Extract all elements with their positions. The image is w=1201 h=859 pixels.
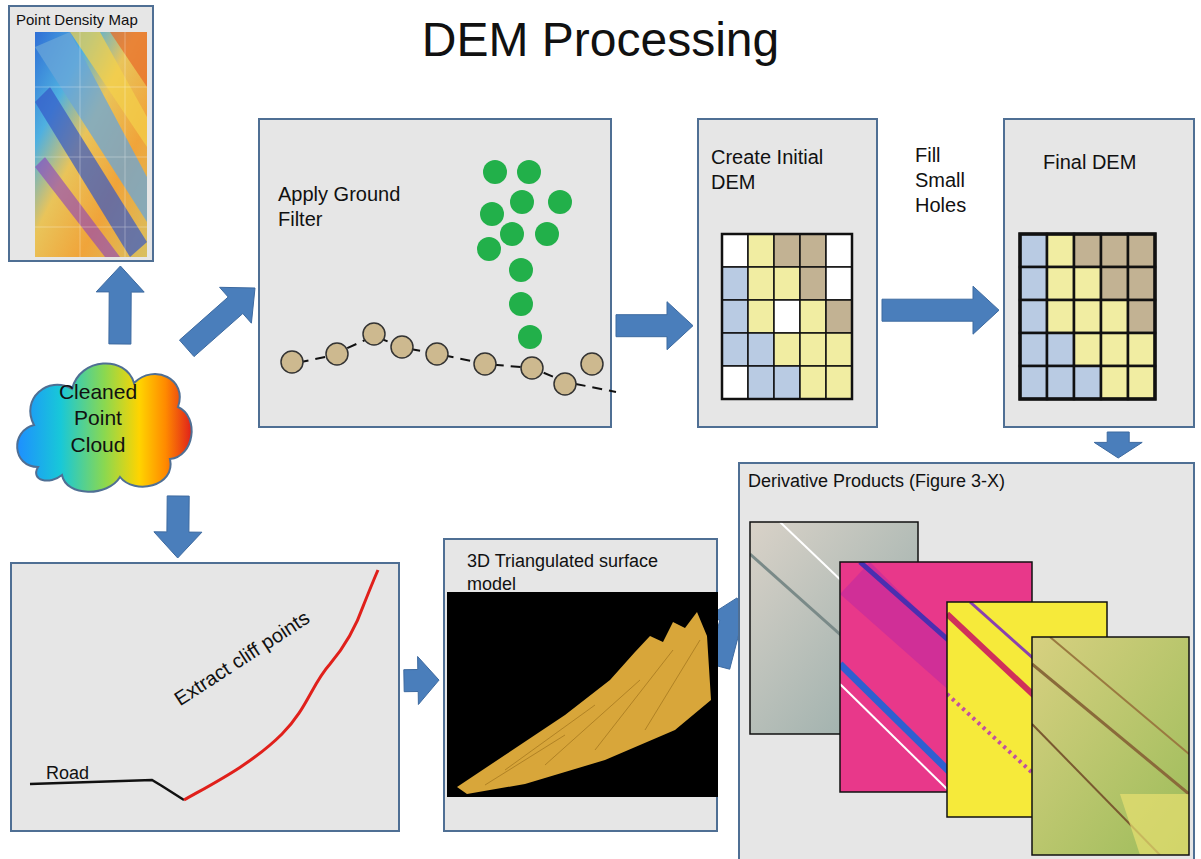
box-title: Create Initial DEM xyxy=(711,145,871,195)
box-title: Cleaned Point Cloud xyxy=(54,379,142,458)
process-box: Apply Ground Filter xyxy=(258,118,612,428)
map-box: Point Density Map xyxy=(8,5,154,262)
block-arrow xyxy=(1094,432,1142,458)
edge-label: Fill Small Holes xyxy=(915,143,979,218)
part-label: Road xyxy=(46,762,126,785)
process-box: Extract cliff points xyxy=(10,562,400,832)
derivative-images xyxy=(740,464,1197,859)
density-map-image xyxy=(10,7,154,264)
process-box: 3D Triangulated surface model xyxy=(443,538,718,832)
box-title: Point Density Map xyxy=(16,11,150,30)
cloud-node: Cleaned Point Cloud xyxy=(8,345,193,495)
block-arrow xyxy=(404,657,439,705)
product-box: Derivative Products (Figure 3-X) xyxy=(738,462,1195,859)
diagram-title: DEM Processing xyxy=(0,12,1201,67)
block-arrow xyxy=(96,266,144,344)
block-arrow xyxy=(616,302,693,350)
cliff-profile xyxy=(12,564,402,834)
ground-filter-illustration xyxy=(260,120,614,430)
box-title: Apply Ground Filter xyxy=(278,182,438,232)
process-box: Create Initial DEM xyxy=(697,118,878,428)
block-arrow xyxy=(882,286,999,334)
box-title: Derivative Products (Figure 3-X) xyxy=(748,470,1178,493)
block-arrow xyxy=(154,496,202,558)
box-title: Final DEM xyxy=(1043,150,1183,175)
box-title: 3D Triangulated surface model xyxy=(467,550,707,595)
block-arrow xyxy=(180,287,256,356)
process-box: Final DEM xyxy=(1003,118,1195,428)
